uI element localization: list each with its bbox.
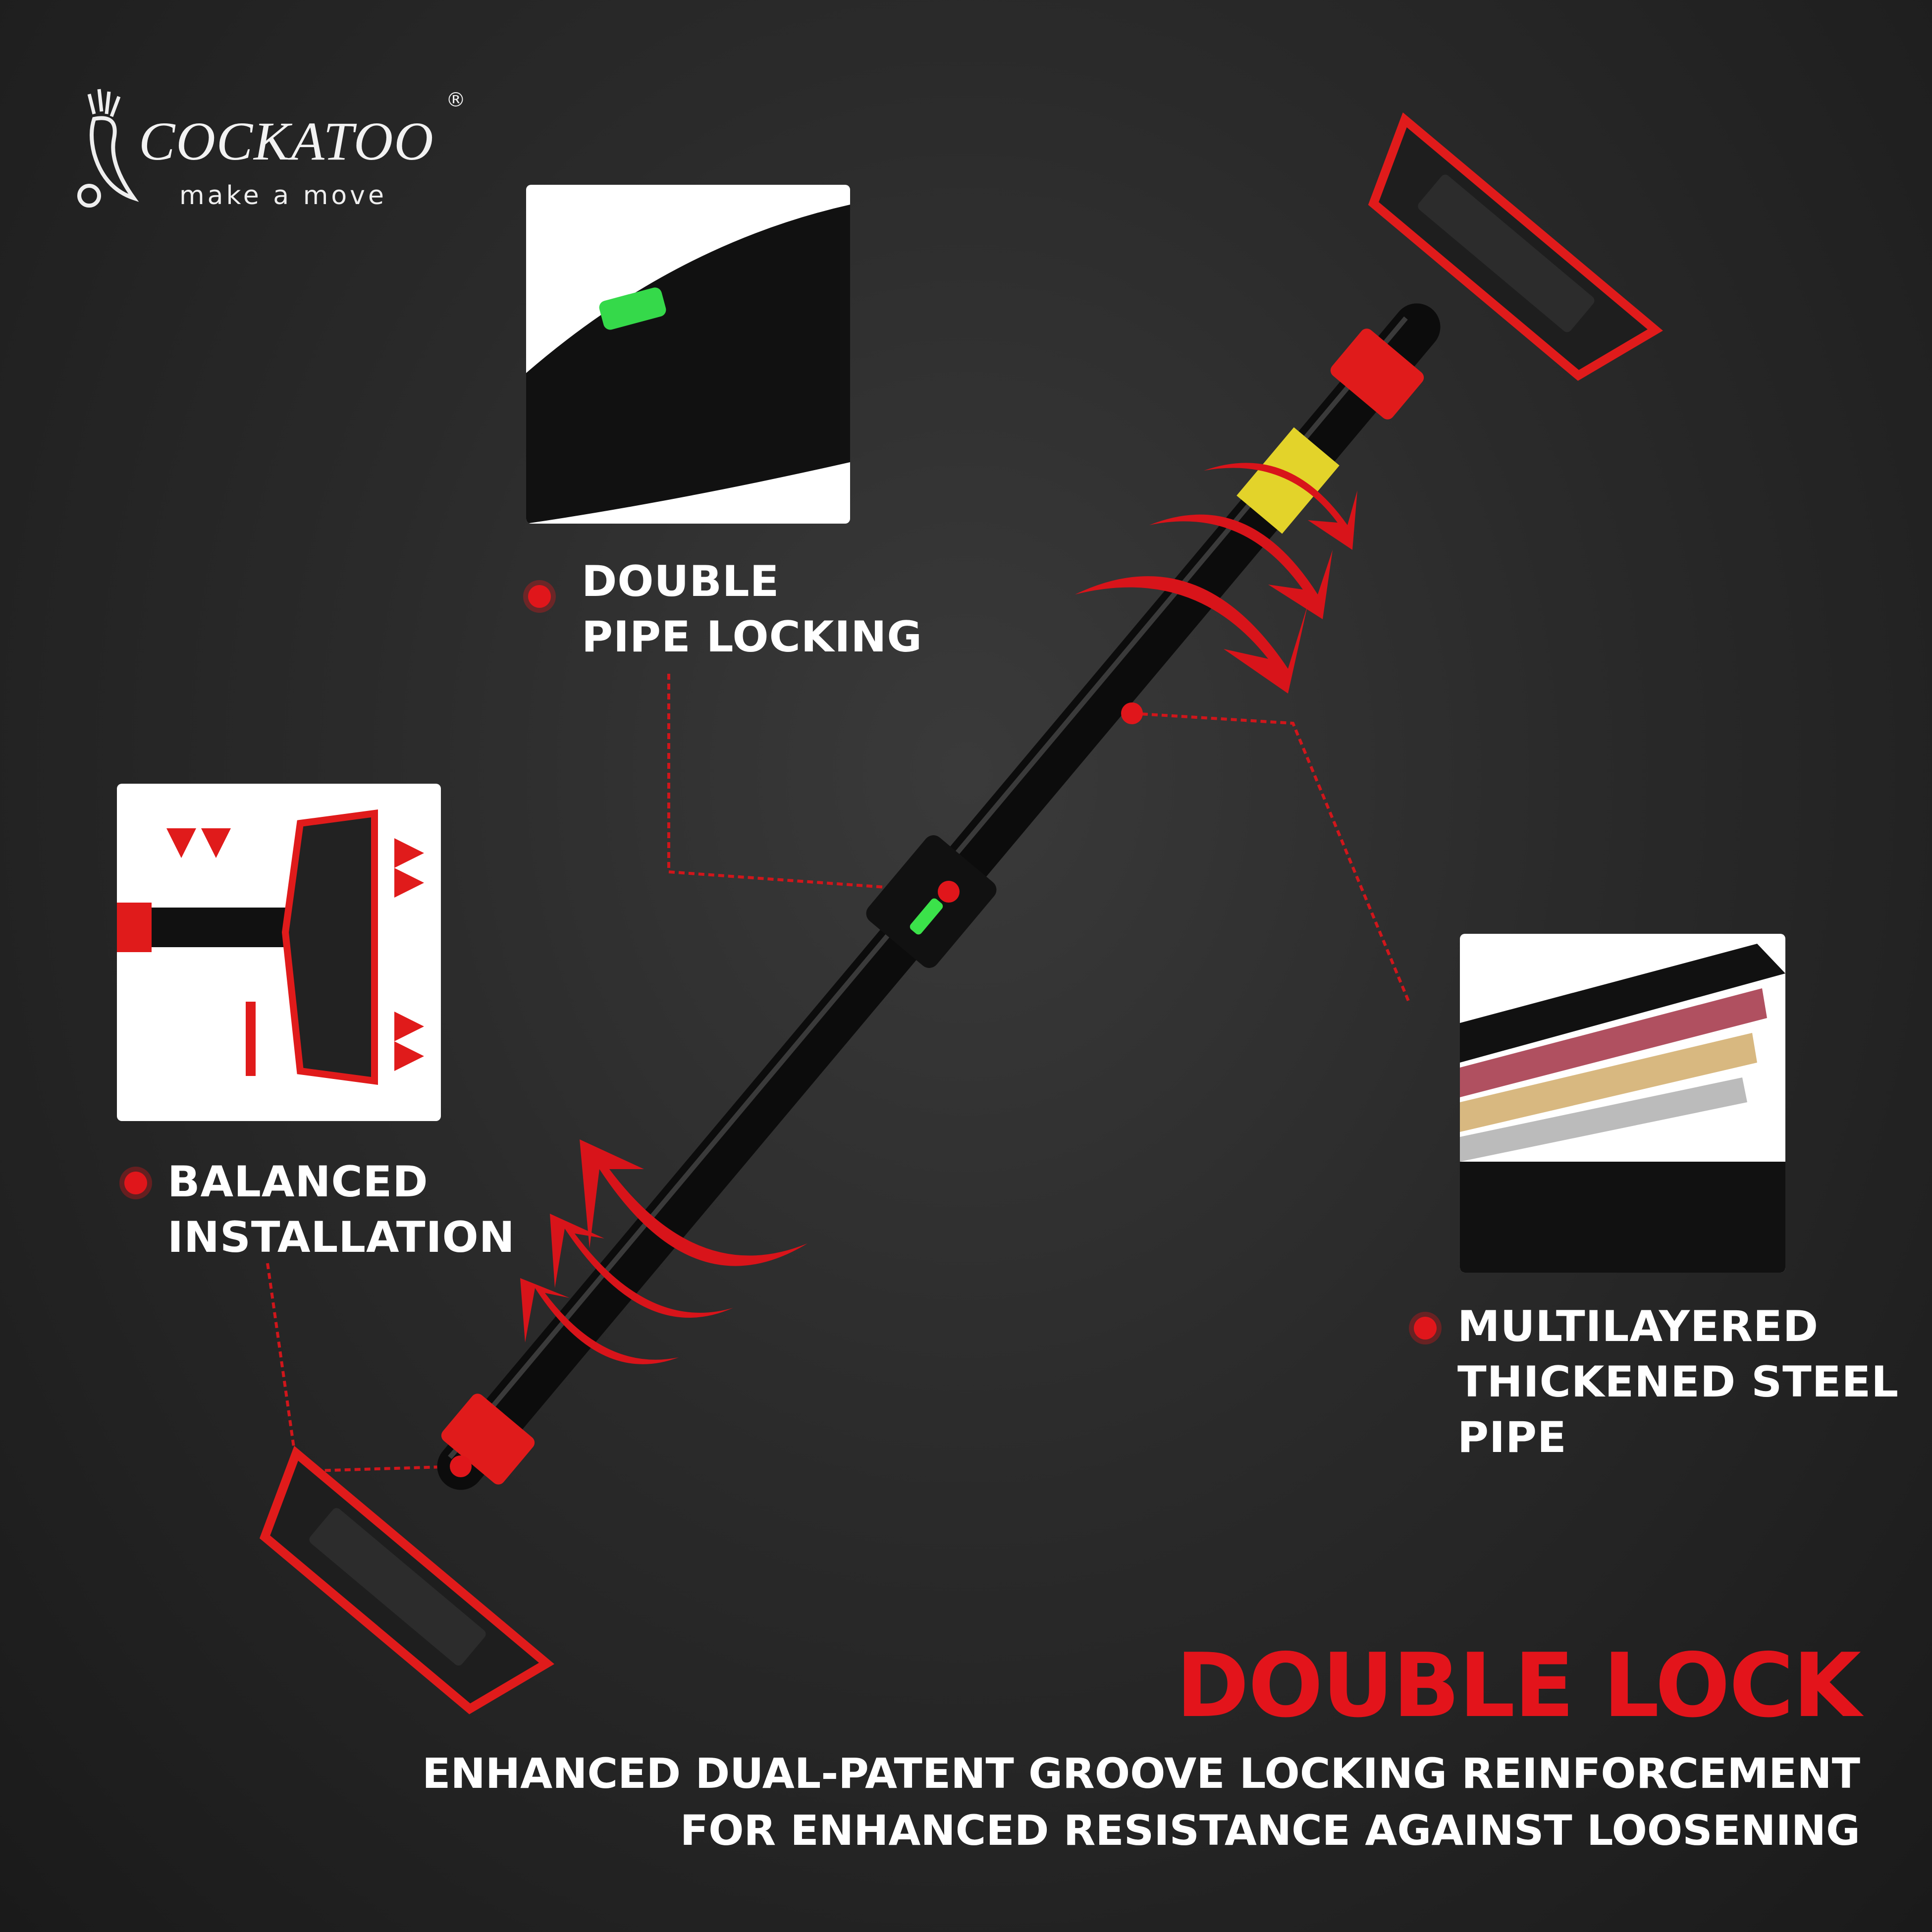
headline-subtitle-line-2: FOR ENHANCED RESISTANCE AGAINST LOOSENIN…: [680, 1806, 1860, 1855]
feature-line: PIPE LOCKING: [582, 612, 922, 662]
feature-line: INSTALLATION: [167, 1213, 515, 1262]
headline-subtitle-line-1: ENHANCED DUAL-PATENT GROOVE LOCKING REIN…: [422, 1749, 1860, 1798]
rotation-arrows: [520, 463, 1357, 1364]
feature-label-balanced-installation: BALANCED INSTALLATION: [167, 1154, 515, 1265]
brand-name: COCKATOO: [139, 111, 434, 171]
callout-dot-pipe: [1121, 702, 1143, 724]
feature-label-double-pipe-locking: DOUBLE PIPE LOCKING: [582, 554, 922, 665]
feature-line: DOUBLE: [582, 557, 780, 606]
end-pad-top: [1368, 112, 1663, 381]
callout-dot-center: [938, 881, 960, 903]
cockatoo-bird-icon: [77, 89, 139, 208]
feature-line: MULTILAYERED: [1457, 1302, 1819, 1351]
feature-line: BALANCED: [167, 1157, 429, 1207]
pole: [437, 303, 1441, 1490]
feature-dot-balanced: [124, 1172, 147, 1194]
registered-mark: ®: [446, 89, 466, 111]
inset-level-bubble: [526, 185, 850, 524]
feature-label-multilayered-steel: MULTILAYERED THICKENED STEEL PIPE: [1457, 1299, 1899, 1465]
inset-end-pad: [117, 784, 441, 1121]
feature-dot-multilayered: [1414, 1317, 1437, 1340]
headline-title: DOUBLE LOCK: [1176, 1634, 1861, 1737]
callout-dot-pad: [450, 1455, 472, 1477]
brand-tagline: make a move: [179, 181, 387, 211]
feature-dot-double-pipe: [528, 585, 551, 608]
end-pad-bottom: [259, 1446, 555, 1715]
feature-line: PIPE: [1457, 1413, 1567, 1462]
feature-line: THICKENED STEEL: [1457, 1357, 1899, 1407]
inset-steel-layers: [1460, 934, 1785, 1273]
